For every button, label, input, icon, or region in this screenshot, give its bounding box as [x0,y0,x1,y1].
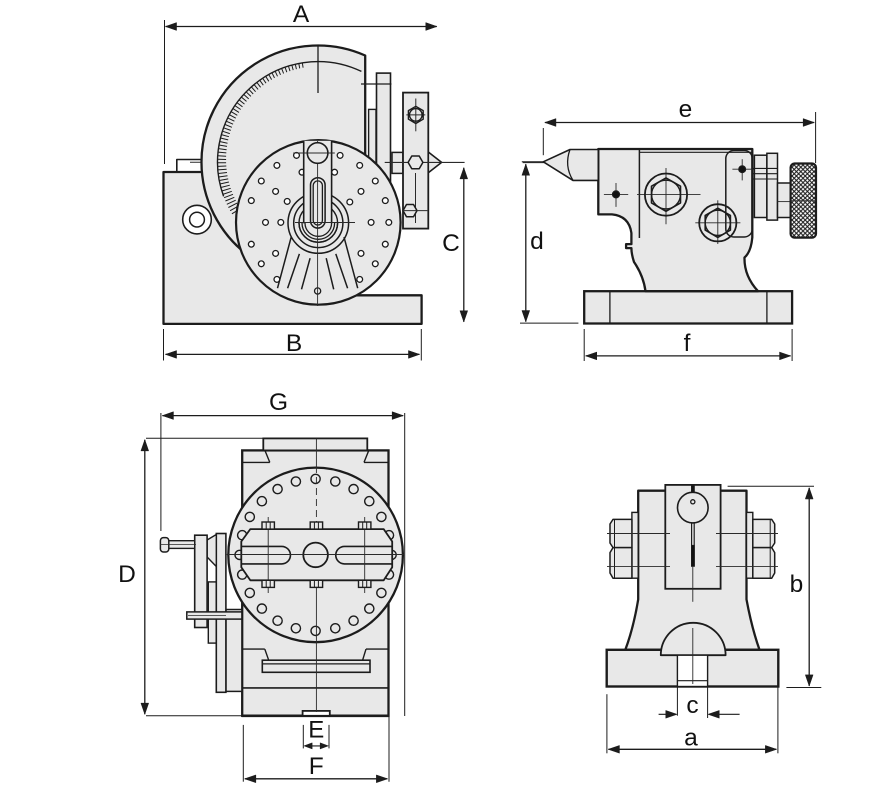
svg-text:E: E [308,717,324,744]
svg-text:f: f [684,330,691,357]
svg-text:a: a [684,725,698,752]
svg-text:A: A [293,1,310,28]
svg-text:B: B [286,330,302,357]
svg-text:F: F [309,753,324,780]
svg-text:e: e [679,96,693,123]
svg-text:c: c [686,692,698,719]
svg-text:d: d [530,228,544,255]
svg-text:G: G [269,389,288,416]
svg-text:b: b [790,571,804,598]
svg-text:C: C [442,230,460,257]
svg-text:D: D [118,561,136,588]
